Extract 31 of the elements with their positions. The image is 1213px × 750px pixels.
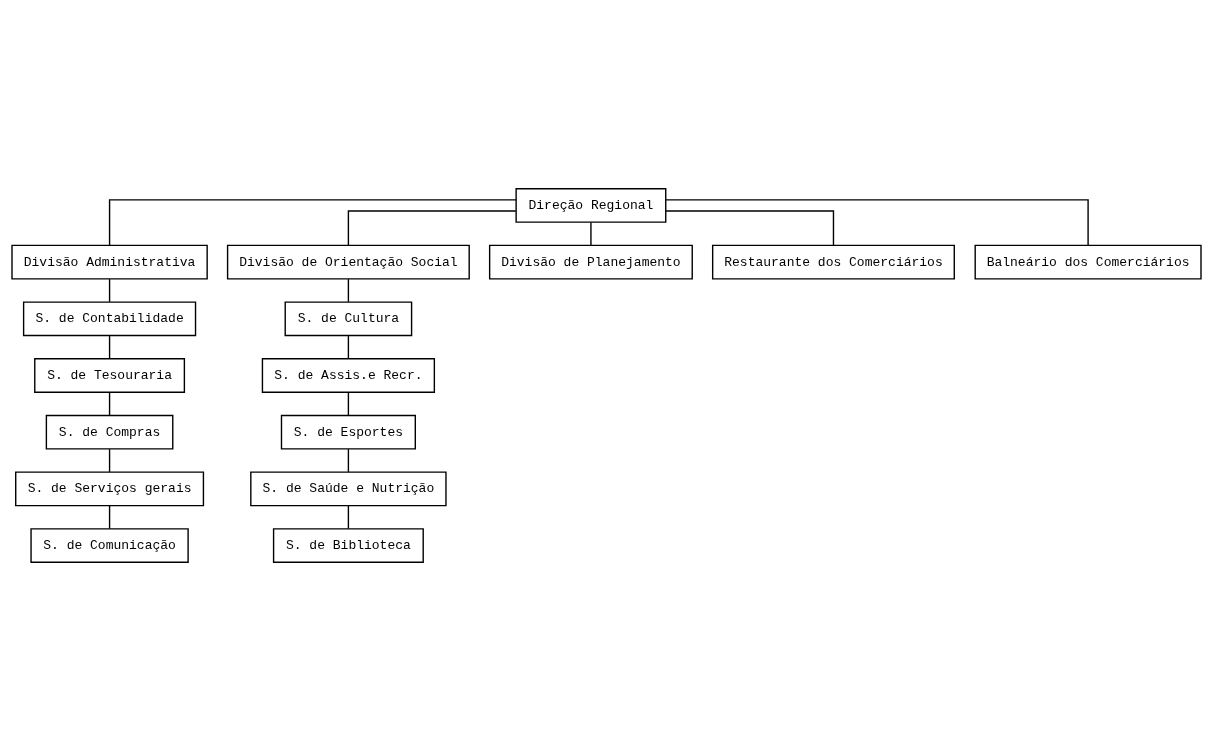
connector [347,334,350,359]
connector [108,448,111,473]
node-box: S. de Tesouraria [34,357,186,393]
node-box: Balneário dos Comerciários [974,244,1202,280]
connector [347,391,350,416]
connector [347,277,350,302]
node-box: S. de Assis.e Recr. [261,357,436,393]
connector [347,504,350,529]
node-box: Divisão Administrativa [11,244,208,280]
node-box: Direção Regional [515,187,667,223]
connector [347,209,517,246]
connector [347,448,350,473]
node-box: S. de Esportes [280,414,416,450]
connector [590,221,592,246]
node-box: S. de Contabilidade [22,300,197,336]
connector [108,504,111,529]
node-box: S. de Comunicação [30,527,189,563]
connector [108,198,517,246]
node-box: Restaurante dos Comerciários [711,244,955,280]
node-box: Divisão de Orientação Social [226,244,470,280]
node-box: S. de Biblioteca [272,527,424,563]
node-box: S. de Compras [45,414,174,450]
connector [108,334,111,359]
connector [108,391,111,416]
node-box: S. de Serviços gerais [15,470,205,506]
node-box: Divisão de Planejamento [488,244,693,280]
node-box: S. de Saúde e Nutrição [250,470,447,506]
node-box: S. de Cultura [284,300,413,336]
connector [665,198,1089,246]
connector [108,277,111,302]
connector [665,209,835,246]
